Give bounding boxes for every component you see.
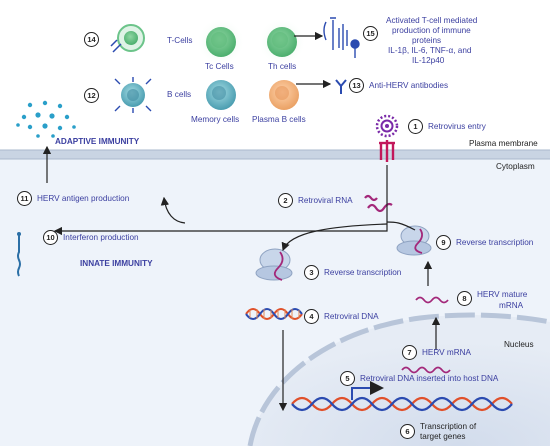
tc-cell-icon <box>197 18 245 66</box>
step-number-2: 2 <box>278 193 293 208</box>
cytoplasm-label: Cytoplasm <box>496 162 535 171</box>
transcription-arrow-icon <box>351 381 384 400</box>
step-number-6: 6 <box>400 424 415 439</box>
immune-protein-icon <box>323 17 360 58</box>
step-number-3: 3 <box>304 265 319 280</box>
innate-immunity-label: INNATE IMMUNITY <box>80 259 153 268</box>
step-number-10: 10 <box>43 230 58 245</box>
step-number-15: 15 <box>363 26 378 41</box>
step-13-label: Anti-HERV antibodies <box>369 81 449 90</box>
step-6-label-line2: target genes <box>420 432 466 441</box>
step-number-7: 7 <box>402 345 417 360</box>
step-15-label-line1: Activated T-cell mediated <box>386 16 478 25</box>
step-number-5: 5 <box>340 371 355 386</box>
interferon-icon <box>17 235 21 277</box>
memory-cells-label: Memory cells <box>191 115 240 124</box>
step-11-label: HERV antigen production <box>37 194 130 203</box>
step-4-label: Retroviral DNA <box>324 312 379 321</box>
step-15-label-line2: production of immune <box>392 26 471 35</box>
plasma-membrane-label: Plasma membrane <box>469 139 538 148</box>
herv-mrna-icon <box>401 366 451 374</box>
th-cells-label: Th cells <box>268 62 297 71</box>
step-5-label: Retroviral DNA inserted into host DNA <box>360 374 499 383</box>
step-number-1: 1 <box>408 119 423 134</box>
nucleus-label: Nucleus <box>504 340 534 349</box>
receptor-icon <box>379 140 395 162</box>
tc-cells-label: Tc Cells <box>205 62 234 71</box>
step-number-13: 13 <box>349 78 364 93</box>
plasma-b-cell-icon <box>269 80 299 110</box>
retrovirus-icon <box>375 114 399 138</box>
ribosome-icon-9 <box>396 225 432 256</box>
step-10-label: Interferon production <box>63 233 139 242</box>
herv-mature-mrna-icon <box>415 296 449 304</box>
step-number-12: 12 <box>84 88 99 103</box>
memory-cell-icon <box>206 80 236 110</box>
step-15-label-line5: IL-12p40 <box>412 56 445 65</box>
host-dna-icon <box>291 396 513 412</box>
antibody-icon <box>335 79 347 94</box>
step-15-label-line4: IL-1β, IL-6, TNF-α, and <box>388 46 472 55</box>
step-8-label-line1: HERV mature <box>477 290 528 299</box>
step-number-4: 4 <box>304 309 319 324</box>
step-1-label: Retrovirus entry <box>428 122 486 131</box>
plasma-membrane <box>0 150 550 159</box>
step-9-label: Reverse transcription <box>456 238 534 247</box>
b-cell-icon <box>114 77 152 113</box>
step-number-8: 8 <box>457 291 472 306</box>
ribosome-icon-3 <box>255 248 293 281</box>
t-cell-icon <box>110 24 145 53</box>
step-15-label-line3: proteins <box>412 36 442 45</box>
b-cells-label: B cells <box>167 90 192 99</box>
nucleus-region <box>250 315 550 446</box>
step-3-label: Reverse transcription <box>324 268 402 277</box>
pathway-arrows <box>42 31 441 412</box>
step-6-label-line1: Transcription of <box>420 422 477 431</box>
step-2-label: Retroviral RNA <box>298 196 353 205</box>
retroviral-dna-icon <box>245 308 303 320</box>
antigen-dots-icon <box>16 100 76 138</box>
step-number-11: 11 <box>17 191 32 206</box>
step-8-label-line2: mRNA <box>499 301 524 310</box>
t-cells-label: T-Cells <box>167 36 193 45</box>
th-cell-icon <box>258 18 306 66</box>
retroviral-rna-icon <box>364 194 393 213</box>
step-number-9: 9 <box>436 235 451 250</box>
adaptive-immunity-label: ADAPTIVE IMMUNITY <box>55 137 140 146</box>
plasma-b-cells-label: Plasma B cells <box>252 115 306 124</box>
step-number-14: 14 <box>84 32 99 47</box>
step-7-label: HERV mRNA <box>422 348 471 357</box>
